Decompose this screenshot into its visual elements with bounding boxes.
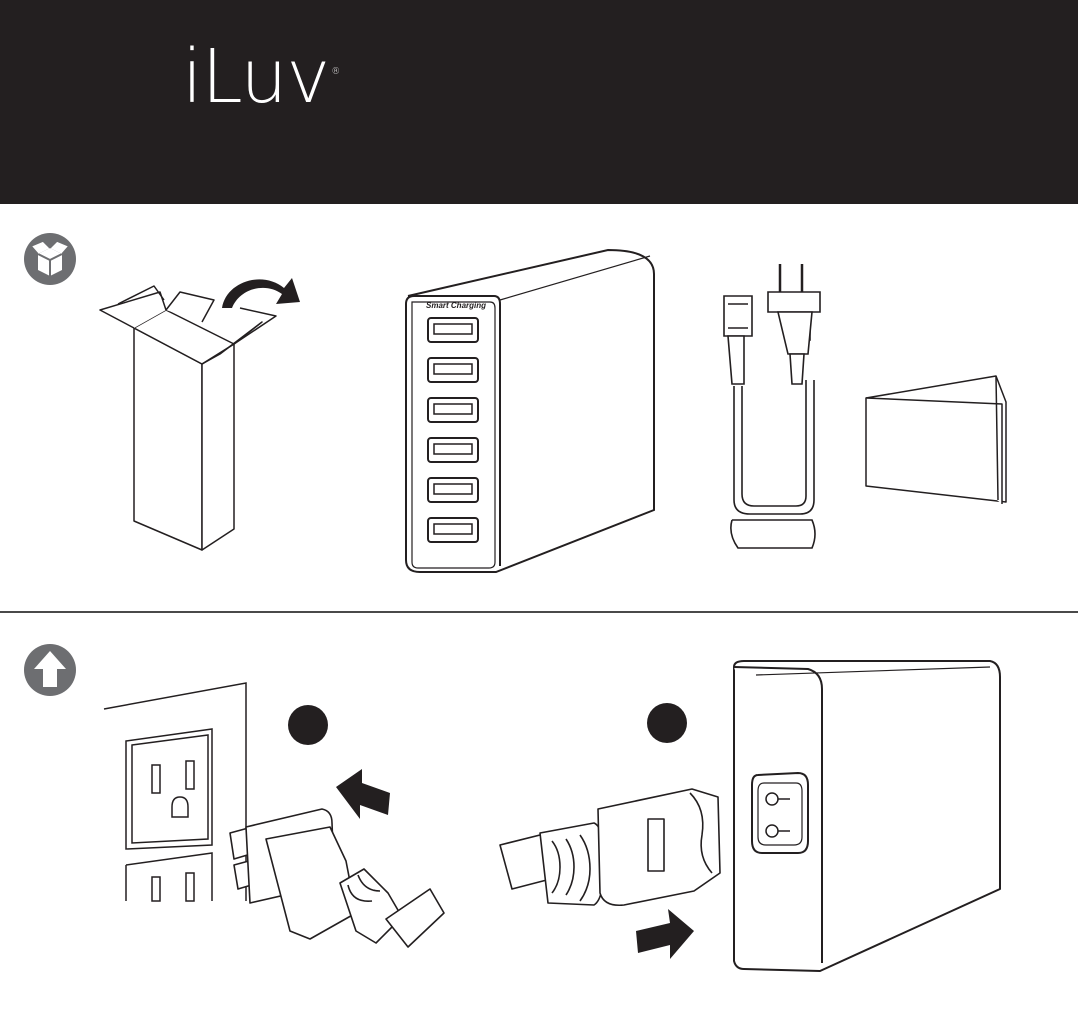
usb-port — [428, 438, 478, 462]
brand-logo: iLuv® — [182, 40, 339, 114]
manual-booklet-illustration — [866, 376, 1006, 504]
usb-port — [428, 518, 478, 542]
up-arrow-icon — [24, 644, 76, 696]
insert-arrow-left-icon — [336, 769, 390, 819]
wall-outlet-illustration — [104, 683, 246, 901]
package-contents-section: Smart Charging — [0, 204, 1078, 611]
step-marker-1 — [288, 705, 328, 745]
curved-arrow-icon — [222, 278, 300, 308]
usb-port — [428, 358, 478, 382]
power-cable-illustration — [724, 264, 820, 548]
insert-arrow-right-icon — [636, 909, 694, 959]
step-marker-2 — [647, 703, 687, 743]
brand-registered-mark: ® — [331, 67, 339, 77]
smart-charging-label: Smart Charging — [426, 301, 486, 310]
header-band: iLuv® — [0, 0, 1078, 204]
open-box-icon — [24, 233, 76, 285]
setup-section — [0, 613, 1078, 1018]
usb-port — [428, 318, 478, 342]
brand-name: iLuv — [182, 34, 329, 120]
usb-port — [428, 478, 478, 502]
usb-port — [428, 398, 478, 422]
open-box-illustration — [100, 286, 276, 550]
wall-plug-illustration — [230, 809, 444, 947]
charger-back-illustration — [734, 661, 1000, 971]
ac-connector-illustration — [500, 789, 720, 905]
